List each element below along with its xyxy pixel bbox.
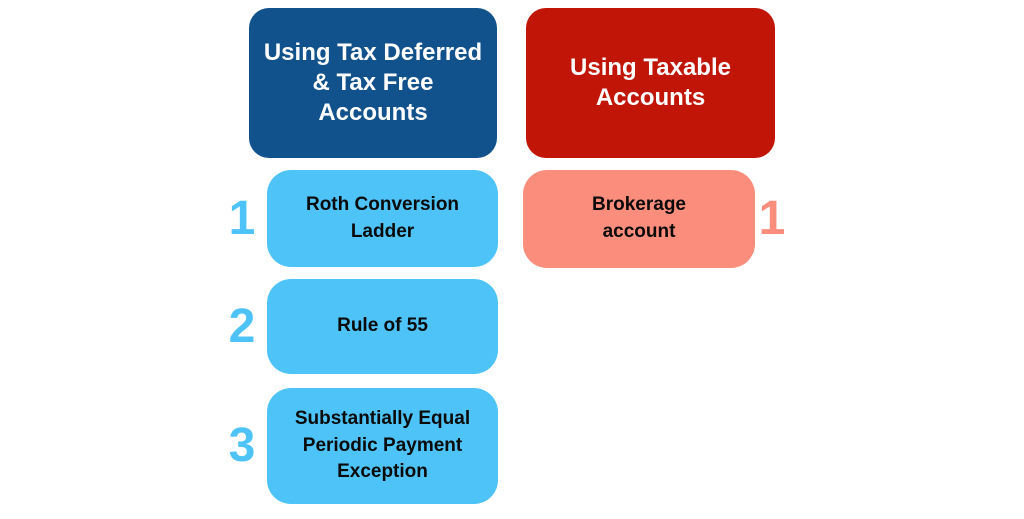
header-tax-deferred-accounts: Using Tax Deferred & Tax Free Accounts xyxy=(249,8,497,158)
strategy-box-roth-conversion-ladder: Roth Conversion Ladder xyxy=(267,170,498,267)
item-number-1-right: 1 xyxy=(758,192,786,245)
item-number-1-left: 1 xyxy=(228,191,256,245)
strategy-box-brokerage-account: Brokerage account xyxy=(523,170,755,268)
header-taxable-accounts: Using Taxable Accounts xyxy=(526,8,775,158)
item-number-3-left: 3 xyxy=(228,419,256,472)
strategy-box-rule-of-55: Rule of 55 xyxy=(267,279,498,374)
strategy-box-sepp-exception: Substantially Equal Periodic Payment Exc… xyxy=(267,388,498,504)
item-number-2-left: 2 xyxy=(228,299,256,353)
